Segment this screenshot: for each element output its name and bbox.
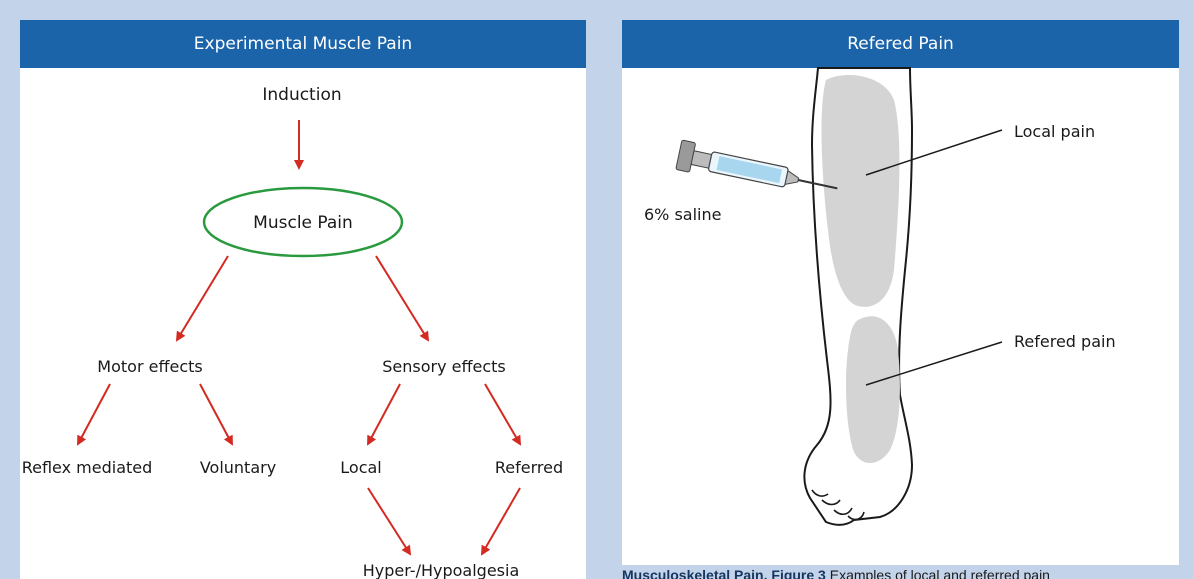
node-motor-effects: Motor effects (97, 357, 202, 376)
flow-diagram: Induction Muscle Pain Motor effects Sens… (20, 20, 586, 579)
node-referred: Referred (495, 458, 563, 477)
referred-pain-panel: Refered Pain Local pain Refered pain 6% … (622, 20, 1179, 565)
arrow-muscle-pain-to-motor (177, 256, 228, 340)
label-refered-pain: Refered pain (1014, 332, 1116, 351)
caption-title: Musculoskeletal Pain, Figure 3 (622, 567, 826, 579)
node-reflex-mediated: Reflex mediated (22, 458, 153, 477)
arrow-referred-to-hyper (482, 488, 520, 554)
arrow-local-to-hyper (368, 488, 410, 554)
arrow-muscle-pain-to-sensory (376, 256, 428, 340)
figure-caption: Musculoskeletal Pain, Figure 3 Examples … (622, 567, 1179, 579)
caption-text: Examples of local and referred pain (830, 567, 1050, 579)
node-voluntary: Voluntary (200, 458, 276, 477)
node-sensory-effects: Sensory effects (382, 357, 506, 376)
arrow-motor-to-reflex (78, 384, 110, 444)
node-hyper-hypoalgesia: Hyper-/Hypoalgesia (363, 561, 520, 579)
node-local: Local (340, 458, 381, 477)
arrow-motor-to-voluntary (200, 384, 232, 444)
node-induction: Induction (262, 85, 341, 105)
leg-illustration: Local pain Refered pain 6% saline (622, 20, 1179, 565)
arrow-sensory-to-referred (485, 384, 520, 444)
label-saline: 6% saline (644, 205, 721, 224)
node-muscle-pain: Muscle Pain (253, 213, 353, 233)
referred-pain-area (846, 316, 900, 463)
arrow-sensory-to-local (368, 384, 400, 444)
label-local-pain: Local pain (1014, 122, 1095, 141)
experimental-muscle-pain-panel: Experimental Muscle Pain Induction Muscl… (20, 20, 586, 579)
